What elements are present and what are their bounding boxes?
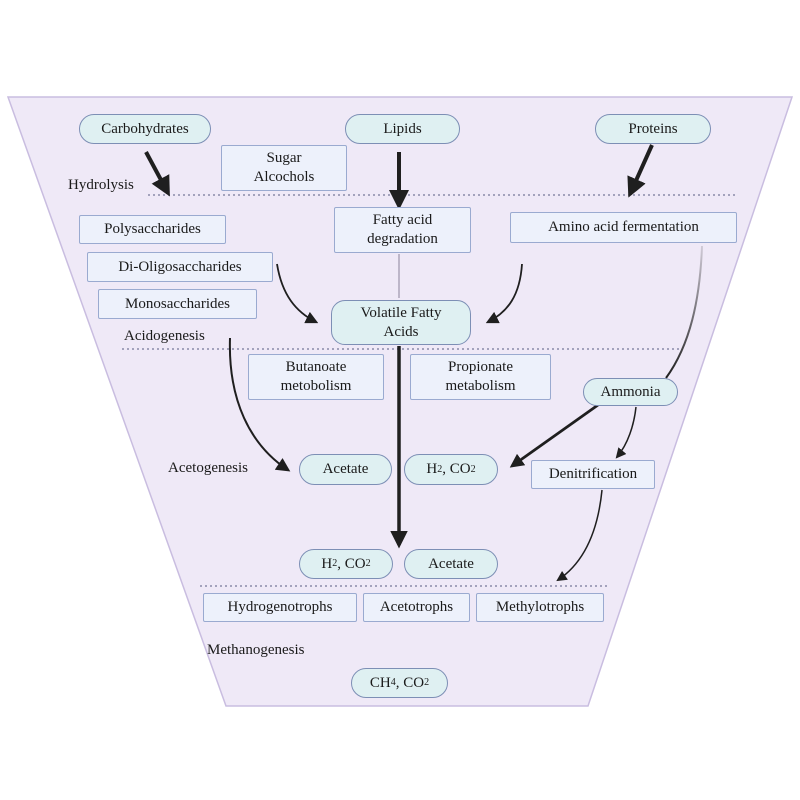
arrow-monosaccharides-acetate [228,337,291,472]
h2-label: H [321,555,333,572]
co2-label: , CO [337,555,366,572]
node-acetotrophs: Acetotrophs [363,593,470,622]
node-denitrification: Denitrification [531,460,655,489]
arrow-proteins-amino [627,144,654,198]
node-polysaccharides: Polysaccharides [79,215,226,244]
arrow-amino-ammonia [665,245,703,379]
node-ammonia: Ammonia [583,378,678,406]
arrow-saccharides-vfa [276,263,319,324]
node-lipids: Lipids [345,114,460,144]
node-carbohydrates: Carbohydrates [79,114,211,144]
stage-label-acetogenesis: Acetogenesis [168,460,248,476]
node-proteins: Proteins [595,114,711,144]
ch4-label: CH [369,674,391,691]
node-amino-acid-fermentation: Amino acid fermentation [510,212,737,243]
node-volatile-fatty-acids: Volatile Fatty Acids [331,300,471,345]
arrow-amino-vfa [485,263,523,324]
node-propionate-metabolism: Propionate metabolism [410,354,551,400]
node-acetate-1: Acetate [299,454,392,485]
co2-label: , CO [395,674,425,691]
stage-label-acidogenesis: Acidogenesis [124,328,205,344]
arrow-denitrification-methylotrophs [556,489,603,582]
arrow-ammonia-h2co2 [509,403,599,468]
h2-label: H [426,461,438,477]
arrow-carbohydrates-hydrolysis [144,151,170,197]
node-hydrogenotrophs: Hydrogenotrophs [203,593,357,622]
node-fatty-acid-degradation: Fatty acid degradation [334,207,471,253]
node-monosaccharides: Monosaccharides [98,289,257,319]
arrow-ammonia-denitrification [615,406,637,459]
co2-label: , CO [442,461,471,477]
node-butanoate-metabolism: Butanoate metobolism [248,354,384,400]
node-methylotrophs: Methylotrophs [476,593,604,622]
node-sugar-alcohols: Sugar Alcochols [221,145,347,191]
stage-label-methanogenesis: Methanogenesis [207,642,305,658]
stage-label-hydrolysis: Hydrolysis [68,177,134,193]
node-di-oligosaccharides: Di-Oligosaccharides [87,252,273,282]
node-acetate-2: Acetate [404,549,498,579]
